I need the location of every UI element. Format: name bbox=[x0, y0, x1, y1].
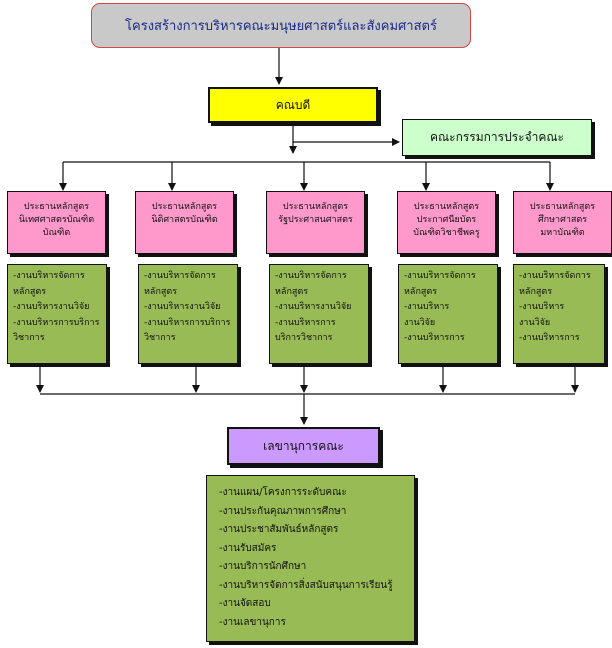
program-tasks-2: -งานบริหารจัดการ หลักสูตร -งานบริหารงานว… bbox=[138, 264, 238, 364]
secretary-task-line: -งานจัดสอบ bbox=[219, 598, 271, 609]
secretary-node: เลขานุการคณะ bbox=[227, 427, 380, 465]
task-line: -งานบริหารการบริการ bbox=[13, 317, 100, 328]
task-line: หลักสูตร bbox=[13, 286, 47, 297]
program-head-line: บัณฑิตวิชาชีพครู bbox=[413, 228, 480, 238]
task-line: หลักสูตร bbox=[275, 286, 309, 297]
task-line: วิชาการ bbox=[144, 333, 176, 343]
task-line: -งานบริหารงานวิจัย bbox=[144, 302, 221, 312]
secretary-label: เลขานุการคณะ bbox=[263, 438, 344, 453]
task-line: หลักสูตร bbox=[144, 286, 178, 297]
task-line: งานวิจัย bbox=[519, 317, 551, 328]
program-head-line: ประธานหลักสูตร bbox=[282, 202, 349, 212]
task-line: -งานบริหารการ bbox=[275, 317, 336, 328]
program-head-1: ประธานหลักสูตร นิเทศศาสตรบัณฑิต บัณฑิต bbox=[7, 191, 106, 254]
task-line: -งานบริหารจัดการ bbox=[144, 271, 216, 281]
program-head-line: บัณฑิต bbox=[42, 228, 71, 238]
program-head-line: ประธานหลักสูตร bbox=[529, 202, 596, 212]
committee-label: คณะกรรมการประจำคณะ bbox=[429, 130, 564, 144]
task-line: หลักสูตร bbox=[404, 286, 438, 297]
program-head-line: นิติศาสตรบัณฑิต bbox=[151, 215, 218, 225]
secretary-tasks: -งานแผน/โครงการระดับคณะ -งานประกันคุณภาพ… bbox=[206, 475, 415, 642]
program-tasks-4: -งานบริหารจัดการ หลักสูตร -งานบริหาร งาน… bbox=[398, 264, 498, 364]
program-head-line: ประธานหลักสูตร bbox=[151, 202, 218, 212]
task-line: -งานบริหารจัดการ bbox=[519, 271, 591, 281]
task-line: -งานบริหารจัดการ bbox=[275, 271, 347, 281]
secretary-task-line: -งานบริการนักศึกษา bbox=[219, 561, 307, 572]
task-line: -งานบริหาร bbox=[519, 302, 565, 312]
committee-node: คณะกรรมการประจำคณะ bbox=[402, 119, 592, 156]
task-line: -งานบริหารการ bbox=[404, 333, 465, 343]
program-head-line: ประธานหลักสูตร bbox=[413, 202, 480, 212]
secretary-task-line: -งานรับสมัคร bbox=[219, 542, 277, 554]
task-line: -งานบริหารจัดการ bbox=[404, 271, 476, 281]
program-head-line: นิเทศศาสตรบัณฑิต bbox=[18, 215, 95, 225]
task-line: -งานบริหารการ bbox=[519, 333, 580, 343]
program-head-3: ประธานหลักสูตร รัฐประศาสนศาสตร bbox=[266, 191, 365, 254]
task-line: -งานบริหารงานวิจัย bbox=[275, 302, 352, 312]
program-head-line: มหาบัณฑิต bbox=[540, 228, 585, 238]
secretary-task-line: -งานประชาสัมพันธ์หลักสูตร bbox=[219, 524, 339, 535]
secretary-task-line: -งานแผน/โครงการระดับคณะ bbox=[219, 487, 347, 498]
dean-node: คณบดี bbox=[208, 87, 378, 123]
secretary-task-line: -งานบริหารจัดการสิ่งสนับสนุนการเรียนรู้ bbox=[219, 579, 393, 591]
program-tasks-3: -งานบริหารจัดการ หลักสูตร -งานบริหารงานว… bbox=[269, 264, 369, 364]
program-head-2: ประธานหลักสูตร นิติศาสตรบัณฑิต bbox=[135, 191, 234, 254]
program-head-5: ประธานหลักสูตร ศึกษาศาสตร มหาบัณฑิต bbox=[513, 191, 612, 254]
dean-label: คณบดี bbox=[275, 97, 311, 112]
program-head-line: ประกาศนียบัตร bbox=[416, 215, 477, 225]
program-head-line: รัฐประศาสนศาสตร bbox=[278, 215, 353, 225]
task-line: วิชาการ bbox=[13, 333, 45, 343]
program-head-line: ประธานหลักสูตร bbox=[23, 202, 90, 212]
secretary-task-line: -งานเลขานุการ bbox=[219, 616, 286, 628]
chart-title: โครงสร้างการบริหารคณะมนุษยศาสตร์และสังคม… bbox=[91, 3, 471, 48]
secretary-task-line: -งานประกันคุณภาพการศึกษา bbox=[219, 505, 347, 517]
task-line: บริการวิชาการ bbox=[275, 333, 333, 343]
program-tasks-1: -งานบริหารจัดการ หลักสูตร -งานบริหารงานว… bbox=[7, 264, 107, 364]
task-line: -งานบริหารงานวิจัย bbox=[13, 302, 90, 312]
program-head-line: ศึกษาศาสตร bbox=[537, 215, 588, 225]
program-head-4: ประธานหลักสูตร ประกาศนียบัตร บัณฑิตวิชาช… bbox=[397, 191, 496, 254]
task-line: หลักสูตร bbox=[519, 286, 553, 297]
task-line: -งานบริหาร bbox=[404, 302, 450, 312]
program-tasks-5: -งานบริหารจัดการ หลักสูตร -งานบริหาร งาน… bbox=[513, 264, 605, 364]
chart-title-text: โครงสร้างการบริหารคณะมนุษยศาสตร์และสังคม… bbox=[125, 19, 437, 34]
task-line: -งานบริหารจัดการ bbox=[13, 271, 85, 281]
task-line: -งานบริหารการบริการ bbox=[144, 317, 231, 328]
task-line: งานวิจัย bbox=[404, 317, 436, 328]
